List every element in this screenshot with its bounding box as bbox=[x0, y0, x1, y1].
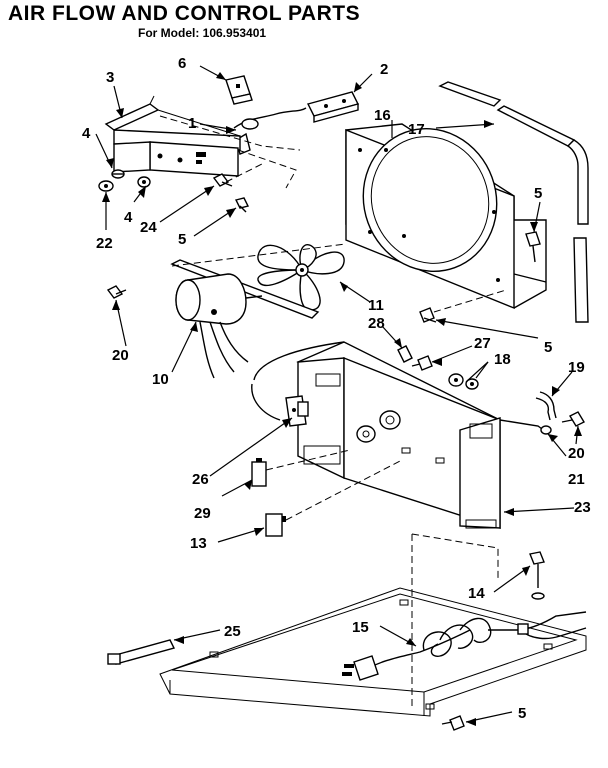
part-22-nut bbox=[98, 180, 114, 192]
callout-24: 24 bbox=[140, 219, 157, 236]
part-17-seal-strips bbox=[438, 81, 589, 323]
leader-arrowheads bbox=[102, 72, 582, 726]
callout-18: 18 bbox=[494, 351, 511, 368]
callout-14: 14 bbox=[468, 585, 485, 602]
part-13-capacitor bbox=[265, 459, 403, 537]
part-10-fan-motor bbox=[170, 243, 347, 379]
part-1-clip-wire bbox=[233, 107, 307, 155]
page-title: AIR FLOW AND CONTROL PARTS bbox=[8, 2, 361, 25]
callout-6: 6 bbox=[178, 55, 186, 72]
part-23-control-housing bbox=[251, 341, 502, 529]
part-20-screw-left bbox=[106, 285, 127, 299]
part-5-screw-lower bbox=[419, 307, 437, 323]
part-15-power-cord bbox=[342, 611, 587, 681]
callout-29: 29 bbox=[194, 505, 211, 522]
callout-10: 10 bbox=[152, 371, 169, 388]
callout-17: 17 bbox=[408, 121, 425, 138]
part-2-terminal-block bbox=[306, 91, 360, 123]
part-4-screws bbox=[111, 169, 151, 188]
callout-27: 27 bbox=[474, 335, 491, 352]
part-5-screw-left bbox=[234, 197, 250, 213]
callout-25: 25 bbox=[224, 623, 241, 640]
part-6-connector bbox=[225, 75, 253, 105]
part-28-clip bbox=[397, 345, 413, 363]
part-24-screw bbox=[212, 173, 233, 187]
callout-5-lower: 5 bbox=[544, 339, 552, 356]
part-5-screw-right bbox=[525, 231, 541, 263]
callout-4-upper: 4 bbox=[82, 125, 91, 142]
callout-21: 21 bbox=[568, 471, 585, 488]
callout-11: 11 bbox=[368, 297, 384, 314]
callout-2: 2 bbox=[380, 61, 388, 78]
part-20-screw-right bbox=[561, 411, 585, 427]
part-19-bracket bbox=[535, 391, 557, 421]
part-3-control-bracket bbox=[104, 95, 241, 177]
callout-28: 28 bbox=[368, 315, 385, 332]
callout-22: 22 bbox=[96, 235, 113, 252]
part-16-shroud-panel bbox=[345, 123, 547, 310]
callout-26: 26 bbox=[192, 471, 209, 488]
callout-20-left: 20 bbox=[112, 347, 129, 364]
callout-16: 16 bbox=[374, 107, 391, 124]
part-29-relay bbox=[251, 449, 351, 487]
callout-labels: 6 2 3 1 16 17 4 4 24 22 5 5 5 5 11 20 20… bbox=[82, 55, 591, 722]
callout-19: 19 bbox=[568, 359, 585, 376]
callout-5-right: 5 bbox=[534, 185, 542, 202]
part-21-wire-clip bbox=[499, 419, 552, 435]
callout-1: 1 bbox=[188, 115, 196, 132]
part-11-fan-blade bbox=[257, 244, 345, 311]
callout-23: 23 bbox=[574, 499, 591, 516]
part-25-cord-tie bbox=[107, 639, 176, 665]
model-subtitle: For Model: 106.953401 bbox=[138, 26, 267, 40]
callout-4-lower: 4 bbox=[124, 209, 133, 226]
callout-5-bottom: 5 bbox=[518, 705, 526, 722]
callout-15: 15 bbox=[352, 619, 369, 636]
callout-5-left: 5 bbox=[178, 231, 186, 248]
part-14-screw-washer bbox=[529, 551, 545, 600]
callout-13: 13 bbox=[190, 535, 207, 552]
base-pan bbox=[159, 533, 587, 717]
part-5-screw-bottom bbox=[441, 715, 465, 731]
callout-20-right: 20 bbox=[568, 445, 585, 462]
part-27-screw bbox=[411, 355, 433, 371]
callout-3: 3 bbox=[106, 69, 114, 86]
part-18-grommets bbox=[448, 373, 479, 390]
